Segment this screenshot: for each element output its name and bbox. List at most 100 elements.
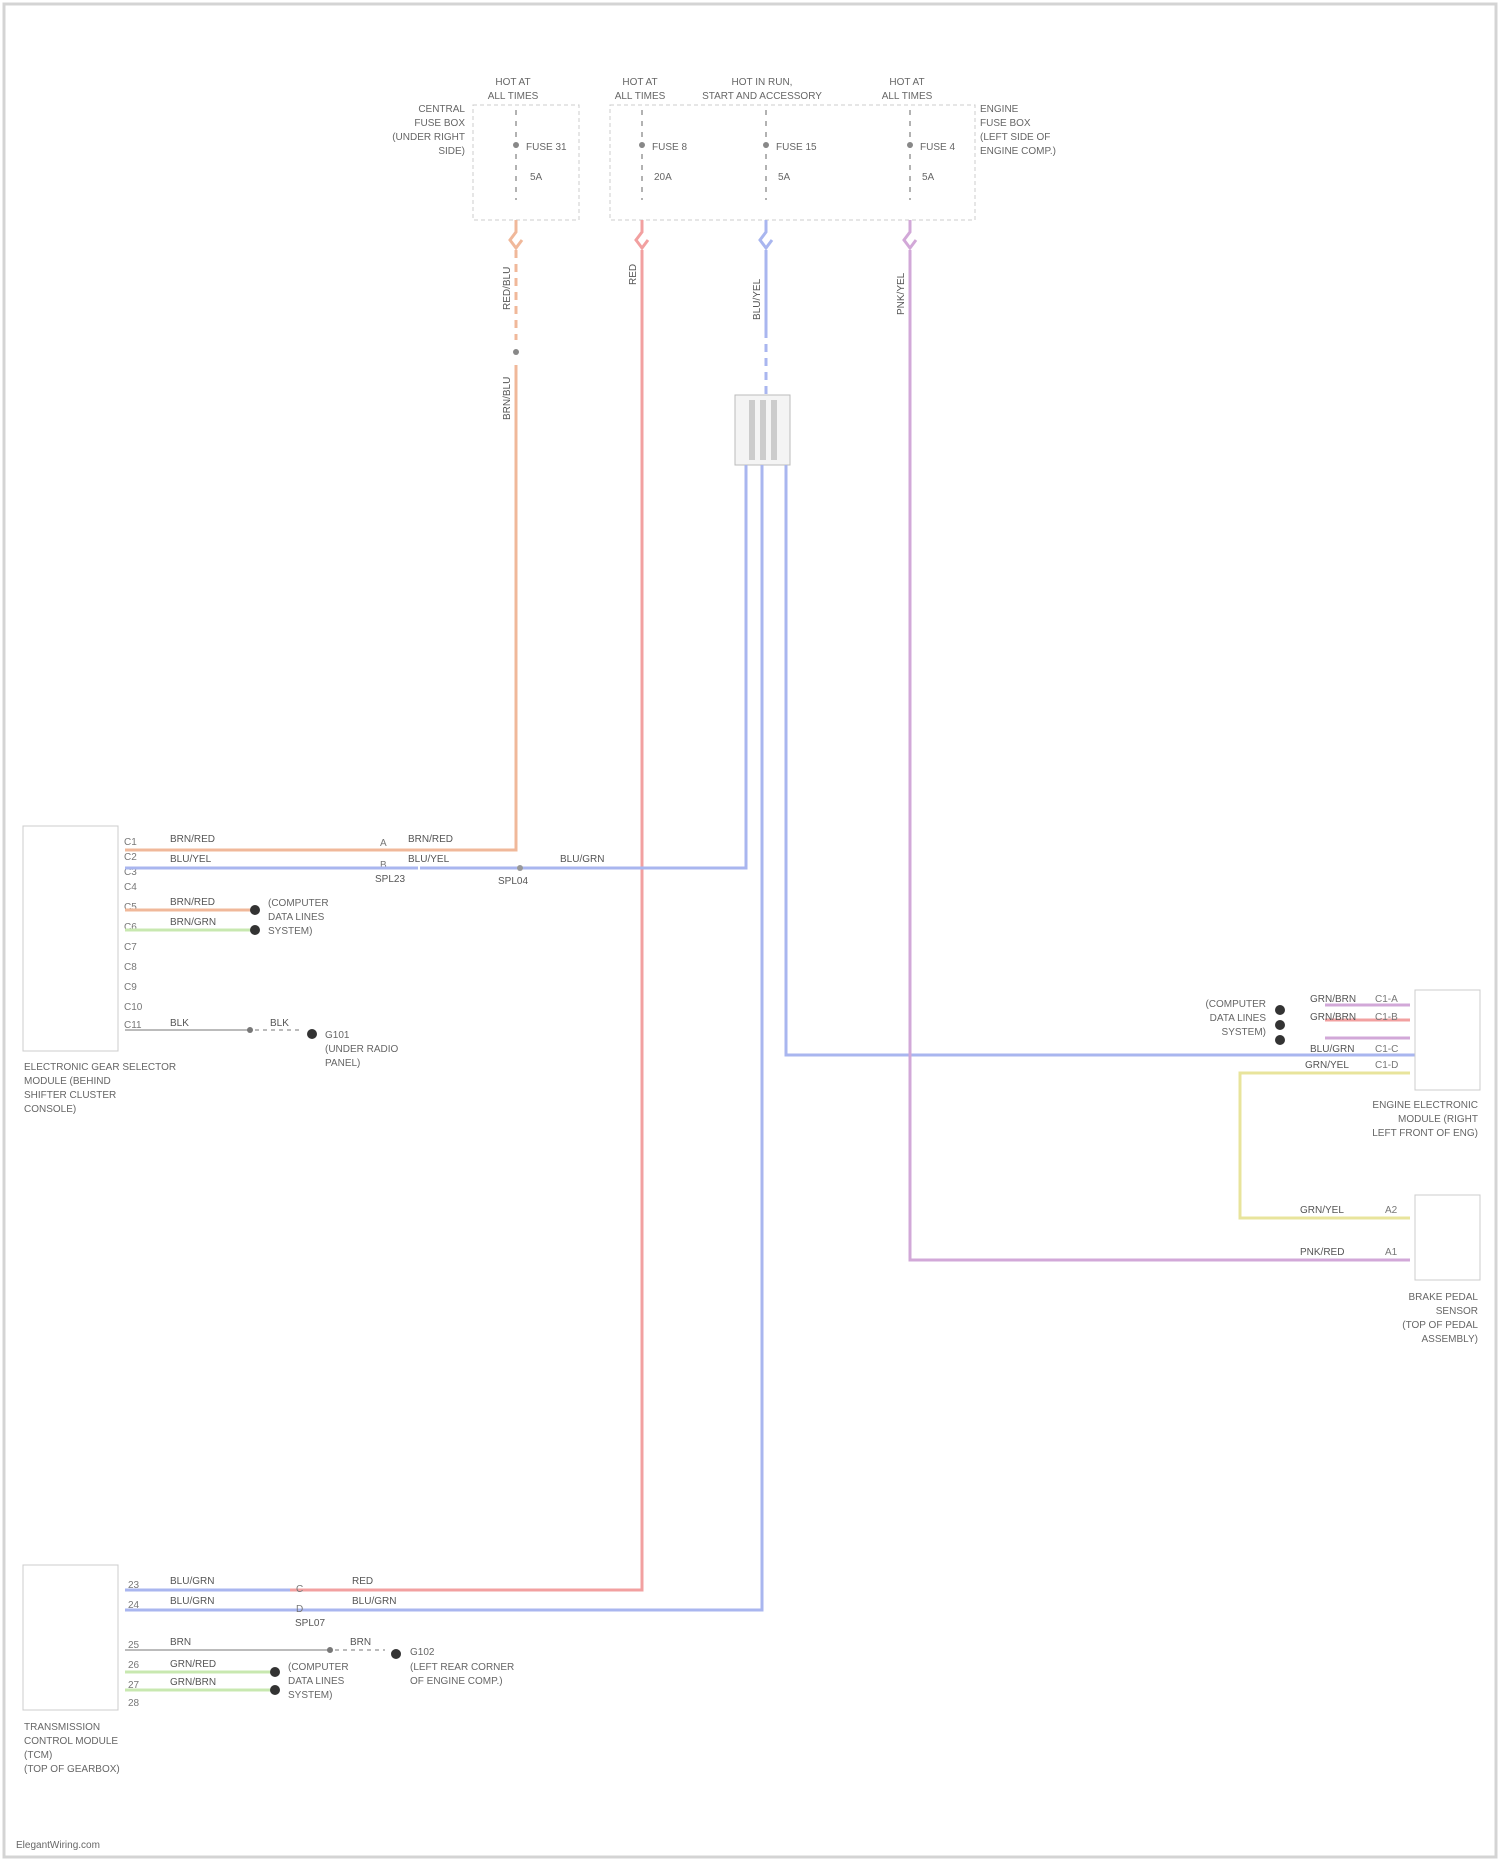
fuse1-desc-3: (UNDER RIGHT xyxy=(392,132,465,143)
gs-title-1: ELECTRONIC GEAR SELECTOR xyxy=(24,1062,176,1073)
tcm-pin-2: 24 xyxy=(128,1600,140,1611)
fuse2-hdr2: ALL TIMES xyxy=(615,91,666,102)
tcm-splice: SPL07 xyxy=(295,1618,325,1629)
eem-wire-c: BLU/GRN xyxy=(1310,1044,1354,1055)
bps-title-3: (TOP OF PEDAL xyxy=(1402,1320,1478,1331)
tcm-wire-c: RED xyxy=(352,1576,373,1587)
wire-purple: PNK/YEL xyxy=(896,220,1410,1260)
fuse-block-center: HOT AT ALL TIMES HOT IN RUN, START AND A… xyxy=(610,77,1056,220)
w4-label: PNK/YEL xyxy=(896,272,907,315)
gs-pin-10: C10 xyxy=(124,1002,143,1013)
fuse1-desc-2: FUSE BOX xyxy=(414,118,465,129)
fuse1-amp: 5A xyxy=(530,172,543,183)
wire-orange: RED/BLU BRN/BLU xyxy=(125,220,522,850)
eem-title-1: ENGINE ELECTRONIC xyxy=(1372,1100,1478,1111)
fuse1-desc-4: SIDE) xyxy=(438,146,465,157)
gs-title-3: SHIFTER CLUSTER xyxy=(24,1090,116,1101)
tcm-title-1: TRANSMISSION xyxy=(24,1722,100,1733)
fuse2-hdr1: HOT AT xyxy=(622,77,657,88)
gs-can-3: SYSTEM) xyxy=(268,926,312,937)
tcm-g-wire: BRN xyxy=(350,1637,371,1648)
gs-conn-pin-a: A xyxy=(380,838,387,849)
fuse4-desc-3: (LEFT SIDE OF xyxy=(980,132,1050,143)
eem-pin-2: C1-B xyxy=(1375,1012,1398,1023)
fuse3-amp: 5A xyxy=(778,172,791,183)
tcm-wire-f: GRN/RED xyxy=(170,1659,216,1670)
fuse4-amp: 5A xyxy=(922,172,935,183)
tcm-wire-g: GRN/BRN xyxy=(170,1677,216,1688)
fuse2-label: FUSE 8 xyxy=(652,142,687,153)
gs-splice-1: SPL23 xyxy=(375,874,405,885)
tcm-g-label: G102 xyxy=(410,1647,435,1658)
gs-wire-d: BRN/GRN xyxy=(170,917,216,928)
tcm-conn-pin-b: D xyxy=(296,1604,303,1615)
module-engine-electronic: (COMPUTER DATA LINES SYSTEM) GRN/BRN GRN… xyxy=(1205,990,1480,1139)
gs-pin-1: C1 xyxy=(124,837,137,848)
tcm-wire-d: BLU/GRN xyxy=(352,1596,396,1607)
fuse3-hdr1: HOT IN RUN, xyxy=(732,77,793,88)
eem-can-1: (COMPUTER xyxy=(1205,999,1266,1010)
fuse2-amp: 20A xyxy=(654,172,672,183)
gs-can-2: DATA LINES xyxy=(268,912,325,923)
eem-can-2: DATA LINES xyxy=(1210,1013,1267,1024)
fuse4-hdr2: ALL TIMES xyxy=(882,91,933,102)
gs-splice-2: SPL04 xyxy=(498,876,528,887)
fuse-block-central: HOT AT ALL TIMES CENTRAL FUSE BOX (UNDER… xyxy=(392,77,579,220)
tcm-can-2: DATA LINES xyxy=(288,1676,345,1687)
tcm-can-3: SYSTEM) xyxy=(288,1690,332,1701)
gs-g-wire: BLK xyxy=(270,1018,289,1029)
w1-bot-label: BRN/BLU xyxy=(502,377,513,420)
bps-title-4: ASSEMBLY) xyxy=(1422,1334,1479,1345)
w1-top-label: RED/BLU xyxy=(502,267,513,310)
bps-wire-a: GRN/YEL xyxy=(1300,1205,1344,1216)
module-tcm: 23 24 25 26 27 28 TRANSMISSION CONTROL M… xyxy=(23,1565,514,1775)
footer-watermark: ElegantWiring.com xyxy=(16,1840,100,1851)
gs-g-desc-2: PANEL) xyxy=(325,1058,360,1069)
tcm-wire-a: BLU/GRN xyxy=(170,1576,214,1587)
eem-pin-4: C1-D xyxy=(1375,1060,1398,1071)
gs-pin-8: C8 xyxy=(124,962,137,973)
w3-label: BLU/YEL xyxy=(752,278,763,320)
gs-pin-2: C2 xyxy=(124,852,137,863)
fuse4-desc-2: FUSE BOX xyxy=(980,118,1031,129)
fuse1-hdr2: ALL TIMES xyxy=(488,91,539,102)
fuse1-label: FUSE 31 xyxy=(526,142,567,153)
bps-title-2: SENSOR xyxy=(1436,1306,1478,1317)
gs-can-1: (COMPUTER xyxy=(268,898,329,909)
tcm-wire-e: BRN xyxy=(170,1637,191,1648)
eem-pin-3: C1-C xyxy=(1375,1044,1398,1055)
eem-title-2: MODULE (RIGHT xyxy=(1398,1114,1478,1125)
gs-g-label: G101 xyxy=(325,1030,350,1041)
w2-label: RED xyxy=(628,264,639,285)
bps-pin-b: A1 xyxy=(1385,1247,1398,1258)
gs-wire-a: BRN/RED xyxy=(170,834,215,845)
fuse3-hdr2: START AND ACCESSORY xyxy=(702,91,822,102)
eem-wire-d: GRN/YEL xyxy=(1305,1060,1349,1071)
gs-g-desc-1: (UNDER RADIO xyxy=(325,1044,399,1055)
eem-pin-1: C1-A xyxy=(1375,994,1398,1005)
gs-inline-3: BLU/GRN xyxy=(560,854,604,865)
gs-title-4: CONSOLE) xyxy=(24,1104,76,1115)
fuse1-desc-1: CENTRAL xyxy=(418,104,465,115)
tcm-pin-4: 26 xyxy=(128,1660,140,1671)
eem-wire-a: GRN/BRN xyxy=(1310,994,1356,1005)
fuse4-desc-4: ENGINE COMP.) xyxy=(980,146,1056,157)
fuse3-label: FUSE 15 xyxy=(776,142,817,153)
tcm-g-desc-2: OF ENGINE COMP.) xyxy=(410,1676,503,1687)
gs-inline-1: BRN/RED xyxy=(408,834,453,845)
gs-pin-7: C7 xyxy=(124,942,137,953)
tcm-title-3: (TCM) xyxy=(24,1750,52,1761)
fuse1-hdr1: HOT AT xyxy=(495,77,530,88)
tcm-conn-pin-a: C xyxy=(296,1584,303,1595)
bps-wire-b: PNK/RED xyxy=(1300,1247,1344,1258)
gs-pin-9: C9 xyxy=(124,982,137,993)
tcm-title-2: CONTROL MODULE xyxy=(24,1736,118,1747)
gs-pin-4: C4 xyxy=(124,882,137,893)
tcm-g-desc-1: (LEFT REAR CORNER xyxy=(410,1662,514,1673)
tcm-wire-b: BLU/GRN xyxy=(170,1596,214,1607)
tcm-pin-6: 28 xyxy=(128,1698,140,1709)
gs-inline-2: BLU/YEL xyxy=(408,854,450,865)
tcm-title-4: (TOP OF GEARBOX) xyxy=(24,1764,120,1775)
eem-wire-b: GRN/BRN xyxy=(1310,1012,1356,1023)
